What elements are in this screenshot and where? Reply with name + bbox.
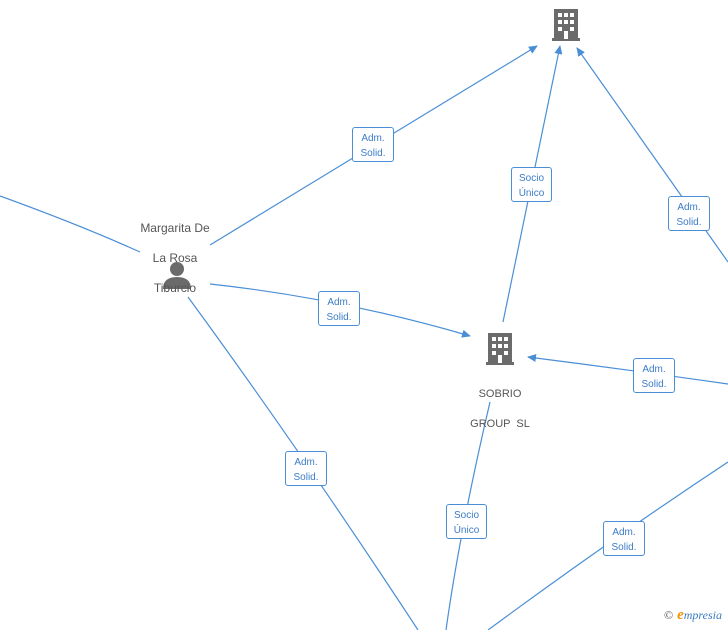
edge-label-line-2: Único (518, 188, 545, 199)
edge-label-line-1: Adm. (361, 133, 385, 144)
edge-label-line-2: Solid. (676, 217, 702, 228)
person-name-line-2: La Rosa (152, 251, 198, 265)
brand-logo-text: mpresia (683, 608, 722, 622)
person-icon[interactable] (163, 262, 191, 289)
edge-label-center-to-top[interactable]: Socio Único (511, 167, 552, 202)
edge-label-person-to-top[interactable]: Adm. Solid. (352, 127, 394, 162)
edge-label-line-2: Solid. (326, 312, 352, 323)
edge-label-line-1: Socio (518, 173, 544, 184)
edge-label-line-2: Solid. (360, 148, 386, 159)
person-name-line-3: Tiburcio (153, 281, 197, 295)
company-center-name[interactable]: SOBRIO GROUP SL (450, 372, 550, 447)
building-icon[interactable] (486, 333, 514, 365)
edge-label-right-to-top[interactable]: Adm. Solid. (668, 196, 710, 231)
edge-label-person-to-center[interactable]: Adm. Solid. (318, 291, 360, 326)
edge-label-line-1: Socio (453, 510, 479, 521)
empresia-watermark: ©empresia (664, 607, 722, 624)
edge-label-right-to-center[interactable]: Adm. Solid. (633, 358, 675, 393)
company-center-name-line-1: SOBRIO (478, 388, 522, 400)
edge-person-left (0, 195, 141, 253)
edge-label-line-1: Adm. (642, 364, 666, 375)
brand-logo-e: e (677, 607, 684, 623)
edge-label-right-to-bottom[interactable]: Adm. Solid. (603, 521, 645, 556)
edge-label-line-2: Único (453, 525, 480, 536)
edge-label-line-1: Adm. (294, 457, 318, 468)
edge-label-line-1: Adm. (327, 297, 351, 308)
edge-label-bottom-to-center[interactable]: Socio Único (446, 504, 487, 539)
edge-label-line-2: Solid. (641, 379, 667, 390)
company-center-name-line-2: GROUP SL (470, 418, 530, 430)
edge-right-to-center (527, 354, 728, 385)
copyright-symbol: © (663, 608, 674, 622)
edge-label-line-2: Solid. (293, 472, 319, 483)
person-name-line-1: Margarita De (140, 221, 210, 235)
edge-label-line-1: Adm. (677, 202, 701, 213)
edge-label-person-to-bottom[interactable]: Adm. Solid. (285, 451, 327, 486)
edge-label-line-2: Solid. (611, 542, 637, 553)
edge-label-line-1: Adm. (612, 527, 636, 538)
building-icon[interactable] (552, 9, 580, 41)
person-name[interactable]: Margarita De La Rosa Tiburcio (125, 206, 225, 311)
